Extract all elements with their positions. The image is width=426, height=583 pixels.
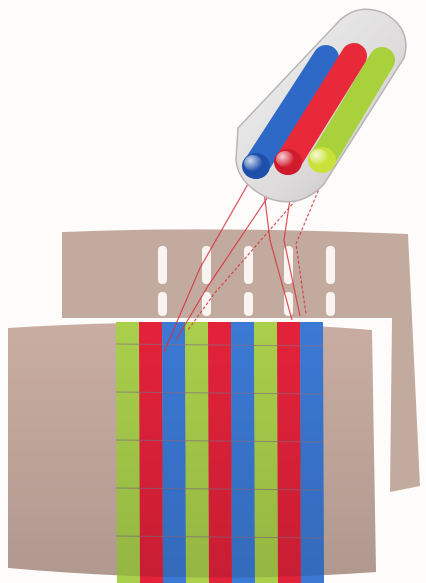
blue-gun-tip-highlight [244,155,262,171]
red-gun-tip-highlight [276,151,294,167]
mask-slot [158,292,167,316]
mask-slot [244,292,253,316]
mask-slot [158,246,167,284]
electron-gun-assembly [236,9,406,202]
screen-shading [8,322,376,577]
mask-slot [326,292,335,316]
mask-slot [326,246,335,284]
green-gun-tip-highlight [310,149,328,165]
mask-slot [244,246,253,284]
